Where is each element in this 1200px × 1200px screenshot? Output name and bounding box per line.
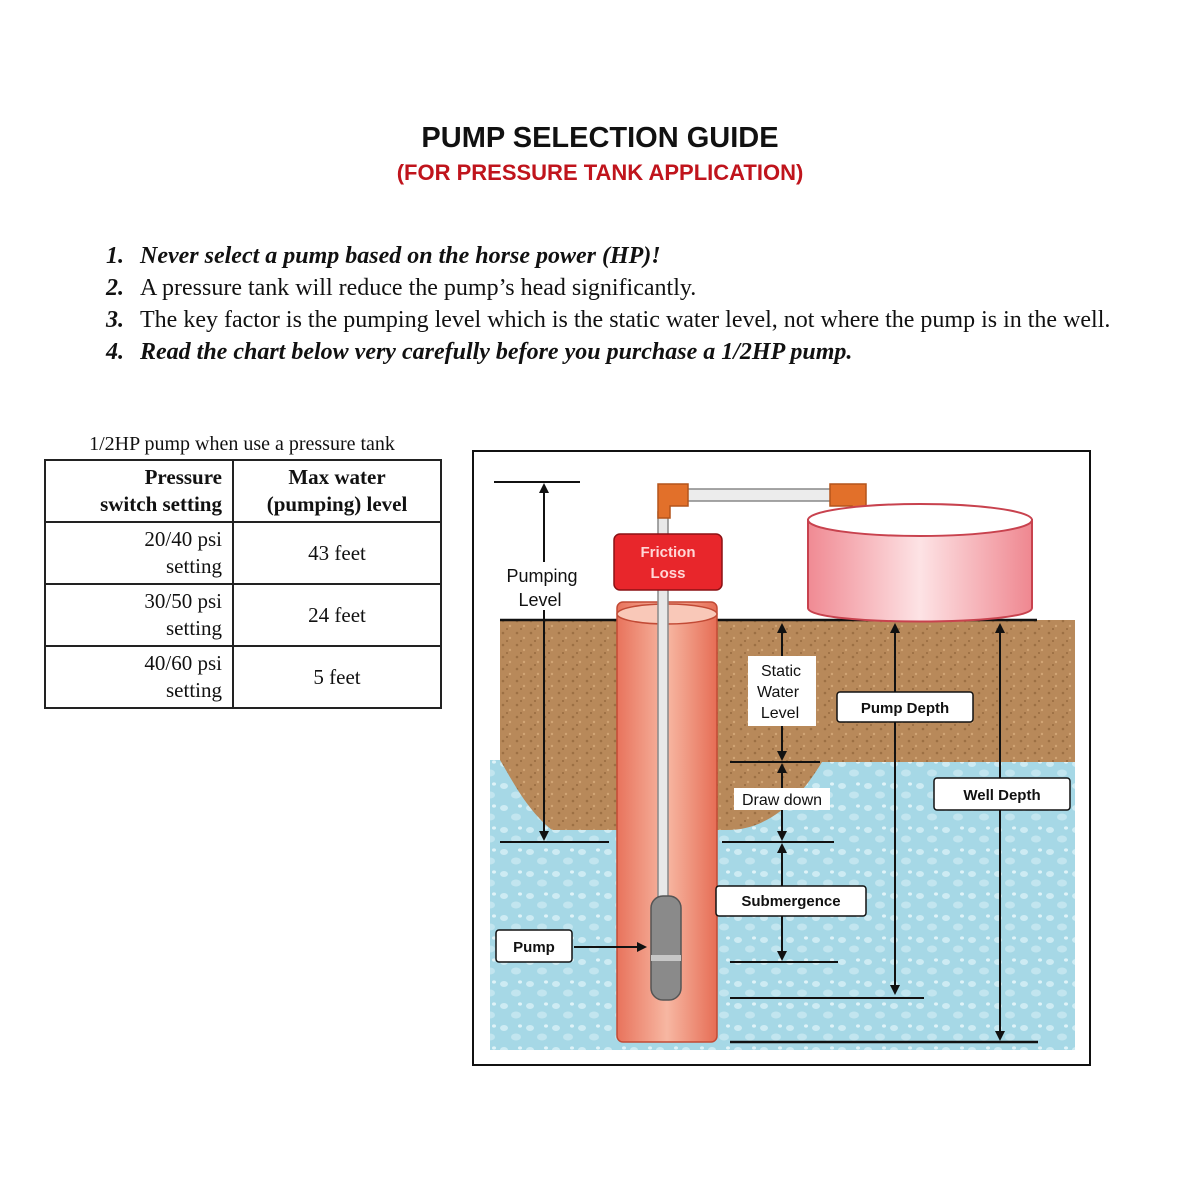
header-pressure-switch: Pressure switch setting bbox=[44, 459, 234, 523]
static-water-label-line2: Water bbox=[757, 684, 800, 701]
rule-number: 4. bbox=[106, 339, 124, 365]
draw-down-label-bg bbox=[734, 788, 830, 810]
pump-label: Pump bbox=[513, 939, 555, 956]
rule-item: 3. The key factor is the pumping level w… bbox=[100, 304, 1140, 336]
setting-value: 40/60 psi bbox=[144, 651, 222, 675]
static-water-label-bg bbox=[748, 656, 816, 726]
tank-top bbox=[807, 503, 1033, 537]
submersible-pump bbox=[650, 895, 682, 1001]
max-level-cell: 24 feet bbox=[232, 583, 442, 647]
page-subtitle: (FOR PRESSURE TANK APPLICATION) bbox=[396, 160, 804, 185]
rule-text: The key factor is the pumping level whic… bbox=[140, 307, 1111, 333]
static-water-label-line3: Level bbox=[761, 705, 799, 722]
setting-unit: setting bbox=[166, 678, 222, 702]
rule-item: 2. A pressure tank will reduce the pump’… bbox=[100, 272, 1140, 304]
submergence-label-box bbox=[715, 885, 867, 917]
pressure-setting-cell: 30/50 psi setting bbox=[44, 583, 234, 647]
pressure-setting-cell: 40/60 psi setting bbox=[44, 645, 234, 709]
submergence-label: Submergence bbox=[741, 893, 840, 910]
pump-band bbox=[651, 955, 681, 961]
table-caption: 1/2HP pump when use a pressure tank bbox=[89, 433, 395, 455]
setting-value: 20/40 psi bbox=[144, 527, 222, 551]
static-water-label-line1: Static bbox=[761, 663, 801, 680]
pump-depth-label-box bbox=[836, 691, 974, 723]
setting-unit: setting bbox=[166, 554, 222, 578]
pump-depth-label: Pump Depth bbox=[861, 700, 949, 717]
well-depth-label-box bbox=[933, 777, 1071, 811]
rule-number: 2. bbox=[106, 275, 124, 301]
well-depth-label: Well Depth bbox=[963, 787, 1040, 804]
rule-text: A pressure tank will reduce the pump’s h… bbox=[140, 275, 697, 301]
header-line: switch setting bbox=[100, 492, 222, 516]
rule-text: Never select a pump based on the horse p… bbox=[140, 243, 661, 269]
pump-label-box bbox=[495, 929, 573, 963]
rule-number: 1. bbox=[106, 243, 124, 269]
friction-loss-box bbox=[613, 533, 723, 591]
table-row: 20/40 psi setting 43 feet bbox=[44, 521, 442, 585]
horizontal-pipe bbox=[679, 488, 841, 502]
rule-item: 4. Read the chart below very carefully b… bbox=[100, 336, 1140, 368]
table-header-row: Pressure switch setting Max water (pumpi… bbox=[44, 459, 442, 523]
header-max-water-level: Max water (pumping) level bbox=[232, 459, 442, 523]
rule-text: Read the chart below very carefully befo… bbox=[140, 339, 853, 365]
pumping-level-label-line2: Level bbox=[518, 590, 561, 610]
page-title: PUMP SELECTION GUIDE bbox=[421, 122, 779, 154]
pumping-level-label-line1: Pumping bbox=[506, 566, 577, 586]
setting-unit: setting bbox=[166, 616, 222, 640]
pumping-level-label-bg bbox=[498, 562, 588, 610]
setting-value: 30/50 psi bbox=[144, 589, 222, 613]
pressure-setting-cell: 20/40 psi setting bbox=[44, 521, 234, 585]
max-level-cell: 43 feet bbox=[232, 521, 442, 585]
header-line: Max water bbox=[288, 465, 386, 489]
table-row: 40/60 psi setting 5 feet bbox=[44, 645, 442, 709]
rule-item: 1. Never select a pump based on the hors… bbox=[100, 240, 1140, 272]
header-line: Pressure bbox=[144, 465, 222, 489]
pipe-elbow-left bbox=[657, 483, 689, 519]
table-row: 30/50 psi setting 24 feet bbox=[44, 583, 442, 647]
rule-number: 3. bbox=[106, 307, 124, 333]
friction-loss-label-line1: Friction bbox=[641, 544, 696, 561]
pump-selection-table: Pressure switch setting Max water (pumpi… bbox=[44, 459, 442, 709]
max-level-cell: 5 feet bbox=[232, 645, 442, 709]
pressure-tank bbox=[807, 519, 1033, 623]
draw-down-label: Draw down bbox=[742, 792, 822, 809]
header-line: (pumping) level bbox=[266, 492, 408, 516]
guide-rules-list: 1. Never select a pump based on the hors… bbox=[100, 240, 1140, 368]
well-diagram: Friction Loss Pumping Level Static Water… bbox=[472, 450, 1091, 1066]
friction-loss-label-line2: Loss bbox=[650, 565, 685, 582]
